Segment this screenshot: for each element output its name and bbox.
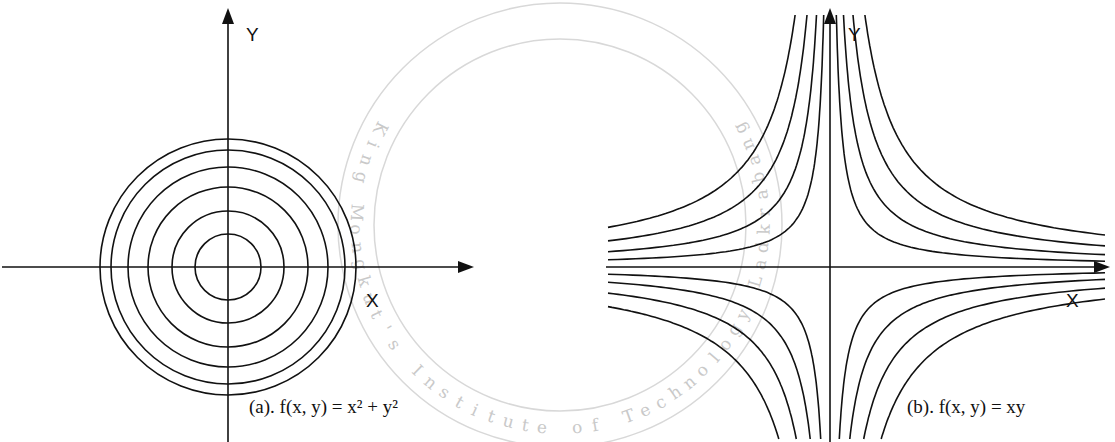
- watermark-letter: o: [572, 419, 584, 437]
- watermark-letter: l: [706, 350, 722, 365]
- watermark-letter: t: [452, 393, 466, 411]
- watermark-letter: i: [363, 139, 381, 151]
- watermark-letter: u: [501, 412, 516, 431]
- watermark-letter: K: [369, 119, 390, 138]
- seal-outline: [338, 3, 782, 442]
- watermark-letter: a: [751, 258, 770, 271]
- plot-caption: (a). f(x, y) = x² + y²: [246, 396, 401, 419]
- axis-arrowheads-b: [824, 8, 1110, 273]
- watermark-letter: g: [730, 120, 750, 138]
- watermark-letter: e: [637, 400, 653, 420]
- plot-caption: (b). f(x, y) = xy: [904, 396, 1028, 419]
- watermark-letter: n: [421, 372, 440, 392]
- hyperbola-curve: [608, 293, 796, 439]
- hyperbola-curve: [608, 307, 779, 439]
- watermark-letter: n: [356, 153, 376, 169]
- hyperbola-curve: [608, 282, 810, 439]
- watermark-letter: c: [652, 392, 669, 411]
- hyperbola-curve: [853, 15, 1105, 246]
- hyperbola-curve: [608, 15, 824, 260]
- watermark-letter: o: [693, 361, 712, 380]
- hyperbola-curve: [836, 15, 1105, 261]
- hyperbola-curve: [865, 15, 1105, 235]
- axes-b: [606, 20, 1098, 442]
- watermark-letter: t: [520, 417, 530, 435]
- hyperbola-contours: [608, 15, 1105, 439]
- watermark-letter: a: [753, 189, 771, 201]
- watermark-letter: M: [347, 203, 365, 221]
- watermark-letter: i: [469, 401, 481, 419]
- watermark-letter: I: [409, 362, 426, 379]
- axis-label: X: [1066, 290, 1079, 313]
- watermark-letter: n: [348, 241, 366, 254]
- hyperbola-curve: [608, 15, 807, 241]
- hyperbola-curve: [864, 288, 1105, 439]
- watermark-letter: t: [485, 407, 497, 425]
- watermark-letter: g: [351, 258, 370, 272]
- watermark-letter: s: [436, 383, 453, 402]
- watermark-letter: s: [385, 336, 404, 353]
- hyperbola-curve: [839, 273, 1105, 439]
- axis-label: Y: [848, 24, 861, 47]
- watermark-letter: g: [352, 170, 371, 184]
- axes-a: [2, 20, 462, 442]
- hyperbola-curve: [844, 15, 1106, 255]
- watermark-letter: k: [755, 224, 772, 235]
- axis-arrowheads-a: [222, 8, 474, 273]
- hyperbola-curve: [608, 15, 817, 252]
- watermark-letter: f: [590, 417, 599, 435]
- watermark-letter: h: [666, 383, 685, 403]
- watermark-letter: k: [355, 274, 374, 289]
- watermark-letter: T: [620, 407, 636, 427]
- hyperbola-curve: [608, 274, 821, 439]
- hyperbola-curve: [881, 299, 1105, 439]
- watermark-letter: n: [680, 372, 699, 392]
- watermark-letter: ': [377, 323, 394, 336]
- axis-label: X: [366, 290, 379, 313]
- watermark-letter: y: [733, 306, 752, 322]
- hyperbola-curve: [850, 279, 1105, 439]
- watermark-letter: e: [537, 419, 548, 437]
- axis-label: Y: [246, 24, 259, 47]
- hyperbola-curve: [608, 15, 795, 227]
